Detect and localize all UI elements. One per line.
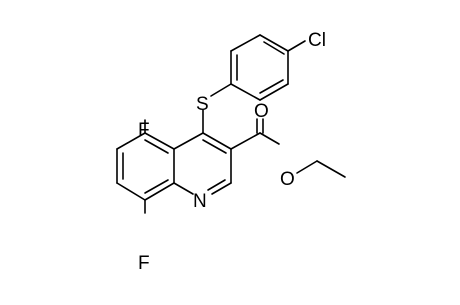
bond-ring-a3 <box>259 83 289 101</box>
fluorine-5-label: F <box>138 120 150 141</box>
bond-c4a-c5-inner <box>144 139 169 154</box>
atom-labels: Cl S F F N O O <box>138 30 326 274</box>
bond-c-s <box>210 83 232 97</box>
bond-c4a-c4 <box>173 132 204 150</box>
bond-c8-c8a-inner <box>144 179 169 194</box>
bond-c3-carbonyl <box>230 132 261 150</box>
bond-c-o-ester <box>259 132 280 145</box>
bond-c2-n <box>211 182 232 195</box>
bond-ring-a4 <box>230 83 261 101</box>
bond-c4-c3-inner <box>202 139 227 154</box>
bond-ring-a6 <box>230 34 261 52</box>
bond-c-cl <box>287 40 306 52</box>
bond-c4a-c5 <box>144 132 175 150</box>
bond-o-ch2 <box>296 160 318 174</box>
chlorine-label: Cl <box>308 30 326 51</box>
bond-c7-c8 <box>116 182 146 201</box>
bond-c2-n-inner <box>207 179 226 191</box>
ester-oxygen-label: O <box>280 169 295 190</box>
bond-c5-c6 <box>116 132 146 150</box>
nitrogen-label: N <box>193 191 207 212</box>
bond-lines <box>116 34 346 214</box>
bond-ring-a1 <box>259 34 289 52</box>
bond-n-c8a <box>173 182 194 195</box>
sulfur-label: S <box>196 94 209 115</box>
fluorine-8-label: F <box>138 253 150 274</box>
carbonyl-oxygen-label: O <box>254 101 269 122</box>
bond-ring-a3-inner <box>259 79 284 94</box>
bond-ch2-ch3 <box>316 160 346 178</box>
bond-ring-a1-inner <box>263 41 285 55</box>
bond-c8-c8a <box>144 182 175 201</box>
bond-c4-c3 <box>202 132 232 150</box>
